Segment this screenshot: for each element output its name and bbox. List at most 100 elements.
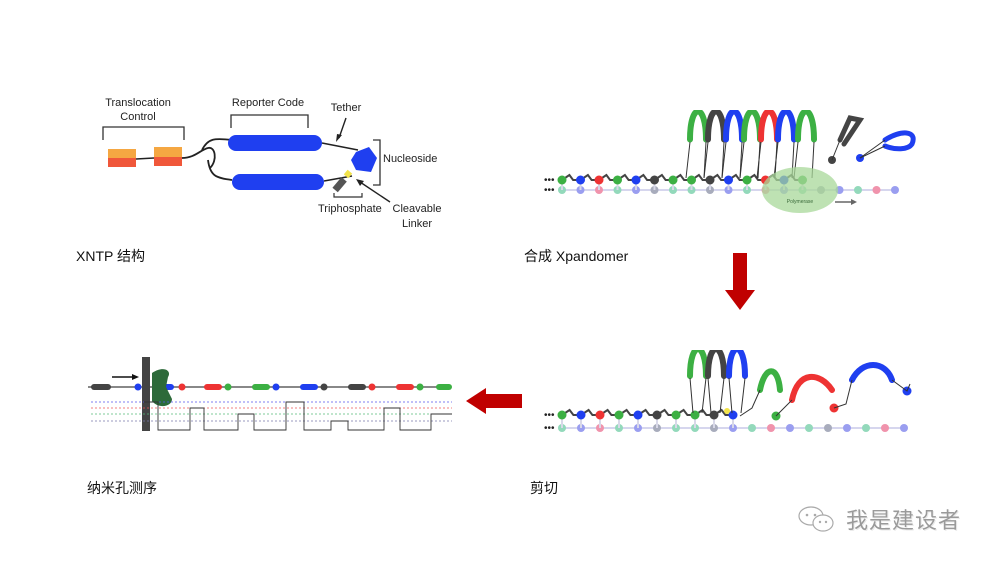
bracket-triphosphate [333, 193, 363, 198]
arrow-synthesis-to-cleavage [725, 253, 755, 311]
nucleoside-shape [351, 147, 377, 172]
ellipsis-bottom: ••• [544, 185, 555, 196]
reporter-code-upper [228, 135, 322, 151]
nanopore-diagram [86, 355, 456, 440]
template-nucleotide [891, 186, 899, 194]
ellipsis-top: ••• [544, 410, 555, 421]
tether-line [859, 145, 886, 159]
expanded-reporter-green [757, 368, 783, 393]
xpandomer-bead [272, 383, 280, 391]
polymerase-direction-arrow [835, 199, 857, 205]
xpandomer-reporter [396, 384, 414, 390]
label-polymerase: Polymerase [787, 199, 814, 205]
xpandomer-bead [178, 383, 186, 391]
tether-line [701, 377, 707, 414]
xpandomer-reporter [436, 384, 452, 390]
synthesized-nucleotide [705, 175, 715, 185]
translocation-control-blocks [108, 147, 182, 167]
xpandomer-bead [134, 383, 142, 391]
template-nucleotide [805, 424, 813, 432]
tether-line [739, 141, 745, 179]
reporter-loop [741, 108, 763, 143]
template-nucleotide [843, 424, 851, 432]
free-xntp-blue [882, 130, 916, 152]
template-nucleotide [854, 186, 862, 194]
arrow-cleavage-to-nanopore [466, 388, 522, 414]
tether-line [831, 139, 841, 161]
synthesized-nucleotide [668, 175, 678, 185]
reporter-loop [687, 346, 709, 379]
watermark-text: 我是建设者 [846, 508, 962, 533]
label-nucleoside: Nucleoside [383, 153, 437, 165]
reporter-loop [758, 108, 780, 143]
tether-line [685, 141, 691, 179]
label-translocation-control-line2: Control [120, 111, 155, 123]
synthesized-nucleotide [633, 410, 643, 420]
tether-line [689, 377, 694, 414]
membrane [142, 357, 150, 431]
template-nucleotide [862, 424, 870, 432]
linker-strand [181, 138, 233, 181]
label-cleavable-linker-line2: Linker [402, 218, 432, 230]
tether-line [703, 141, 709, 179]
tether-line [721, 141, 727, 179]
synthesized-nucleotide [613, 175, 622, 185]
xpandomer-reporter [204, 384, 222, 390]
xpandomer-bead [320, 383, 328, 391]
watermark: 我是建设者 [796, 503, 961, 535]
synthesized-nucleotide [709, 410, 719, 420]
xpandomer-reporter [300, 384, 318, 390]
triphosphate-shape [332, 177, 347, 193]
ellipsis-top: ••• [544, 175, 555, 186]
expanded-tether [833, 379, 853, 409]
free-xntp-dark [837, 115, 865, 147]
reporter-loop [723, 108, 745, 143]
expanded-tether [739, 389, 761, 417]
synthesized-nucleotide [728, 410, 738, 420]
synthesized-nucleotide [690, 410, 700, 420]
synthesized-nucleotide [557, 175, 567, 185]
synthesis-svg: •••••• Polymerase [544, 108, 916, 213]
tether-line [728, 377, 733, 414]
synthesized-nucleotide [652, 410, 662, 420]
template-nucleotide [900, 424, 908, 432]
arrow-down-icon [725, 253, 755, 310]
label-reporter-code: Reporter Code [232, 97, 304, 109]
expanded-tether [775, 399, 793, 417]
ellipsis-bottom: ••• [544, 423, 555, 434]
xntp-structure-svg: Translocation Control Reporter Code Teth… [102, 97, 441, 230]
synthesized-nucleotide [595, 410, 605, 420]
xpandomer-bead [368, 383, 376, 391]
synthesized-nucleotide [631, 175, 641, 185]
synthesized-nucleotide [557, 410, 567, 420]
expanded-reporter-red [789, 373, 835, 403]
reporter-loop [795, 108, 817, 143]
reporter-loop [705, 346, 727, 379]
synthesized-nucleotide [594, 175, 604, 185]
xpandomer-reporter [252, 384, 270, 390]
template-nucleotide [881, 424, 889, 432]
tether-line [719, 377, 725, 414]
caption-synthesis: 合成 Xpandomer [524, 248, 629, 264]
wechat-icon [798, 506, 834, 532]
caption-nanopore: 纳米孔测序 [87, 480, 157, 496]
synthesized-nucleotide [687, 175, 696, 185]
cleaved-linker [724, 408, 730, 414]
xntp-structure-diagram: Translocation Control Reporter Code Teth… [90, 90, 460, 240]
expanded-reporter-blue [849, 362, 895, 383]
synthesized-nucleotide [576, 175, 585, 185]
caption-xntp-structure: XNTP 结构 [76, 248, 145, 264]
cleavage-diagram: ••• ••• [540, 346, 930, 440]
synthesis-diagram: •••••• Polymerase [540, 108, 930, 220]
tether-line [859, 139, 886, 159]
caption-cleavage: 剪切 [530, 480, 558, 496]
xpandomer-reporter [348, 384, 366, 390]
label-tether: Tether [331, 102, 362, 114]
reporter-loop [687, 108, 709, 143]
cleavable-linker-shape [343, 169, 353, 179]
bracket-nucleoside [373, 139, 381, 186]
tether-line [740, 377, 746, 414]
current-trace [144, 401, 452, 431]
template-nucleotide [786, 424, 794, 432]
reporter-code-lower [232, 174, 324, 190]
